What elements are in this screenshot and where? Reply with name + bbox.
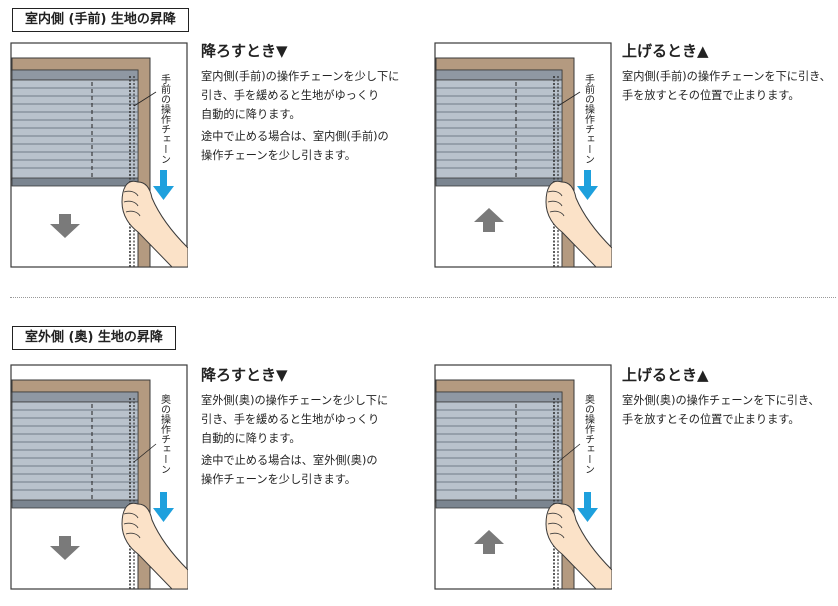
illustration-outdoor-lower: 奥の操作チェーン: [10, 364, 188, 590]
window-blind-illustration: 手前の操作チェーン: [10, 42, 188, 268]
chain-label: 手前の操作チェーン: [159, 73, 171, 164]
raise-heading: 上げるとき▲: [622, 366, 709, 384]
section-title-indoor: 室内側 (手前) 生地の昇降: [12, 8, 189, 32]
raise-heading: 上げるとき▲: [622, 42, 709, 60]
hand-pulling-chain-icon: [545, 502, 612, 590]
raise-line: 室内側(手前)の操作チェーンを下に引き、: [622, 70, 831, 83]
lower-heading: 降ろすとき▼: [201, 42, 288, 60]
lower-line: 自動的に降ります。: [201, 108, 301, 121]
lower-line: 自動的に降ります。: [201, 432, 301, 445]
blue-down-arrow-icon: [153, 170, 174, 200]
lower-instructions-outdoor: 降ろすとき▼ 室外側(奥)の操作チェーンを少し下に 引き、手を緩めると生地がゆっ…: [201, 364, 431, 489]
chain-label: 奥の操作チェーン: [159, 393, 171, 474]
blue-down-arrow-icon: [577, 492, 598, 522]
hand-pulling-chain-icon: [545, 180, 612, 268]
window-blind-illustration: 奥の操作チェーン: [10, 364, 188, 590]
lower-note-line: 操作チェーンを少し引きます。: [201, 473, 356, 486]
window-blind-illustration: 手前の操作チェーン: [434, 42, 612, 268]
raise-instructions-outdoor: 上げるとき▲ 室外側(奥)の操作チェーンを下に引き、 手を放すとその位置で止まり…: [622, 364, 838, 429]
lower-note-line: 途中で止める場合は、室外側(奥)の: [201, 454, 378, 467]
illustration-indoor-lower: 手前の操作チェーン: [10, 42, 188, 268]
raise-instructions-indoor: 上げるとき▲ 室内側(手前)の操作チェーンを下に引き、 手を放すとその位置で止ま…: [622, 40, 838, 105]
hand-pulling-chain-icon: [121, 502, 188, 590]
gray-up-arrow-icon: [474, 208, 504, 232]
gray-down-arrow-icon: [50, 214, 80, 238]
chain-label: 奥の操作チェーン: [583, 393, 595, 474]
hand-pulling-chain-icon: [121, 180, 188, 268]
section-title-outdoor: 室外側 (奥) 生地の昇降: [12, 326, 176, 350]
lower-line: 引き、手を緩めると生地がゆっくり: [201, 413, 380, 426]
raise-line: 手を放すとその位置で止まります。: [622, 413, 800, 426]
raise-line: 手を放すとその位置で止まります。: [622, 89, 800, 102]
blue-down-arrow-icon: [577, 170, 598, 200]
blue-down-arrow-icon: [153, 492, 174, 522]
illustration-outdoor-raise: 奥の操作チェーン: [434, 364, 612, 590]
window-blind-illustration: 奥の操作チェーン: [434, 364, 612, 590]
lower-note-line: 操作チェーンを少し引きます。: [201, 149, 356, 162]
lower-note-line: 途中で止める場合は、室内側(手前)の: [201, 130, 389, 143]
gray-down-arrow-icon: [50, 536, 80, 560]
lower-line: 室内側(手前)の操作チェーンを少し下に: [201, 70, 400, 83]
lower-instructions-indoor: 降ろすとき▼ 室内側(手前)の操作チェーンを少し下に 引き、手を緩めると生地がゆ…: [201, 40, 431, 165]
lower-heading: 降ろすとき▼: [201, 366, 288, 384]
lower-line: 室外側(奥)の操作チェーンを少し下に: [201, 394, 389, 407]
raise-line: 室外側(奥)の操作チェーンを下に引き、: [622, 394, 820, 407]
gray-up-arrow-icon: [474, 530, 504, 554]
chain-label: 手前の操作チェーン: [583, 73, 595, 164]
illustration-indoor-raise: 手前の操作チェーン: [434, 42, 612, 268]
section-divider: [10, 297, 836, 298]
lower-line: 引き、手を緩めると生地がゆっくり: [201, 89, 380, 102]
